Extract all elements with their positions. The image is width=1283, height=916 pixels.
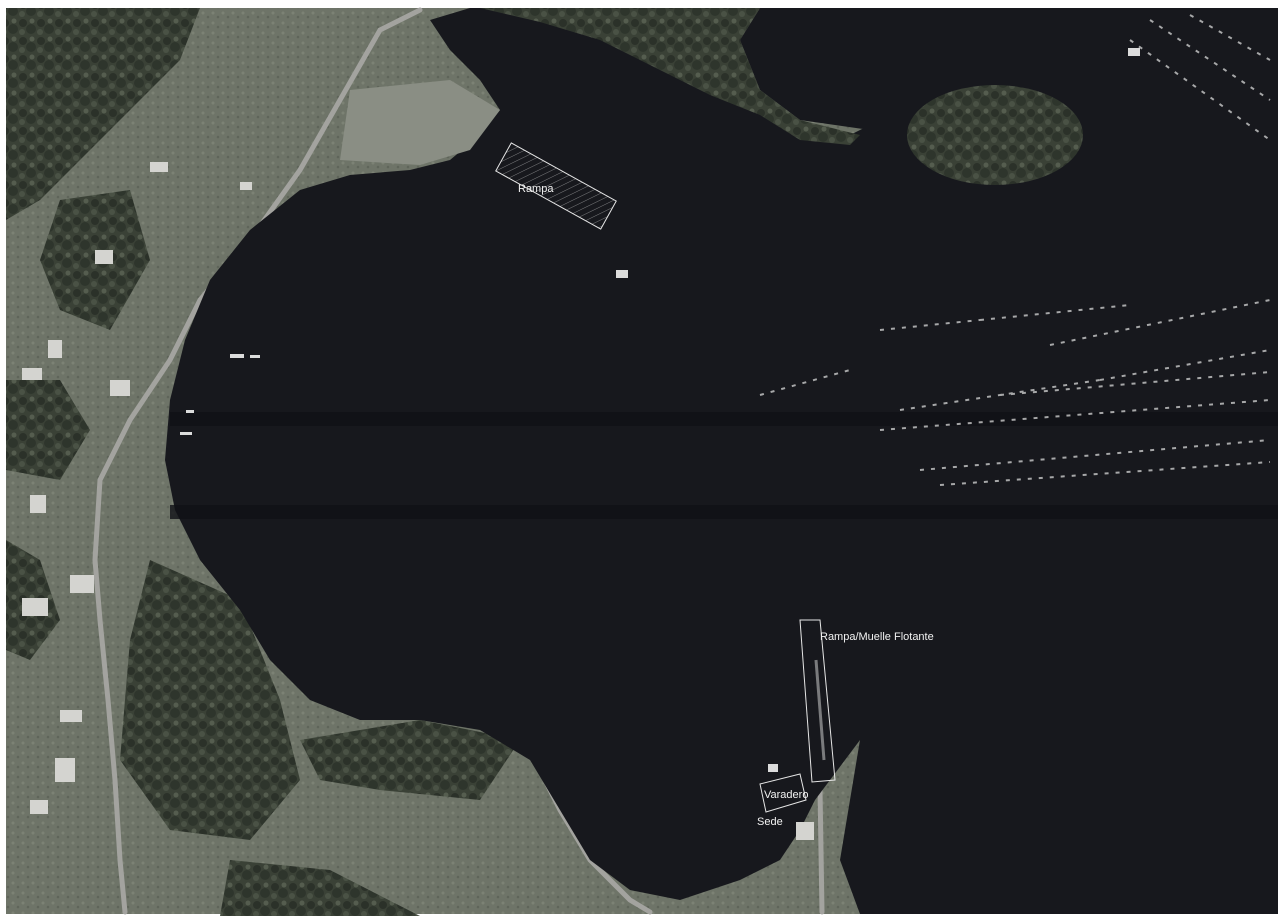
rampa-label: Rampa	[518, 183, 554, 195]
scan-band	[170, 505, 1278, 519]
rampa-muelle-label: Rampa/Muelle Flotante	[820, 631, 934, 643]
annotation-sede[interactable]: Sede	[757, 816, 783, 828]
island	[907, 85, 1083, 185]
aquaculture-lines	[759, 14, 1271, 486]
annotation-varadero[interactable]: Varadero	[759, 773, 808, 813]
buildings	[22, 162, 814, 840]
water-body	[165, 8, 1278, 914]
rampa-muelle-outline	[799, 619, 836, 783]
rampa-outline	[495, 142, 617, 230]
annotation-rampa[interactable]: Rampa	[495, 142, 617, 230]
clearing	[340, 80, 500, 165]
varadero-label: Varadero	[764, 789, 808, 801]
sede-label: Sede	[757, 816, 783, 828]
boats	[180, 48, 1140, 772]
forest-areas	[6, 8, 520, 916]
muelle-walkway	[814, 659, 826, 761]
annotation-rampa-muelle[interactable]: Rampa/Muelle Flotante	[799, 619, 934, 783]
scan-band	[170, 412, 1278, 426]
peninsula-north	[480, 8, 860, 145]
varadero-outline	[759, 773, 807, 813]
